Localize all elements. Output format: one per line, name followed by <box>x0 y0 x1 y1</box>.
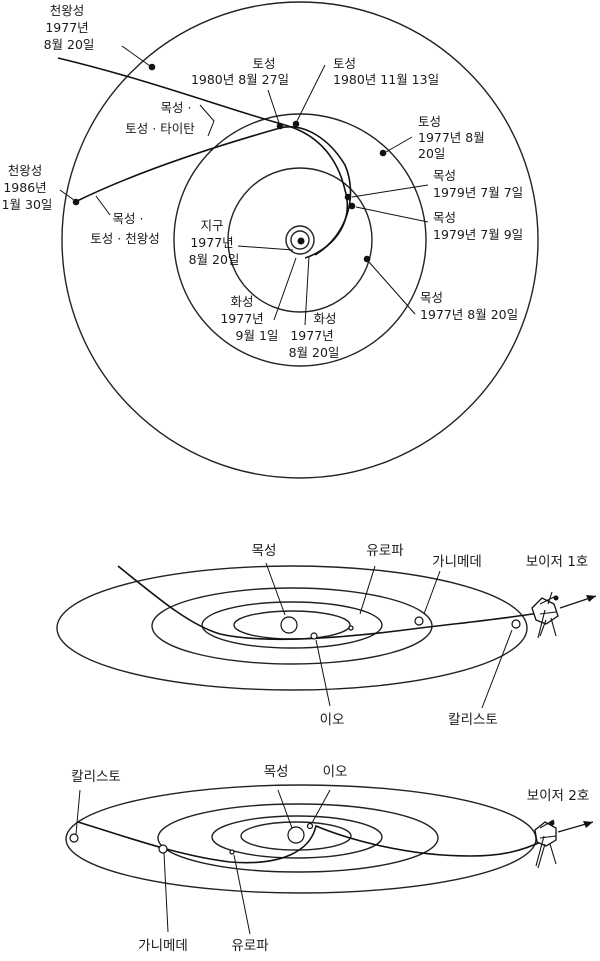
leader-io-v2 <box>311 789 331 824</box>
jupiter-1977-dot <box>363 255 371 263</box>
leader-jupiter-v2 <box>277 789 293 829</box>
label-ganymede-v2: 가니메데 <box>138 938 188 954</box>
label-callisto-v2: 칼리스토 <box>71 769 121 785</box>
leader-callisto-v2 <box>75 789 81 835</box>
europa-v2 <box>229 849 235 855</box>
label-saturn-1980-aug: 토성 1980년 8월 27일 <box>191 56 289 87</box>
label-jupiter-1977: 목성 1977년 8월 20일 <box>420 290 518 322</box>
label-uranus-1977: 천왕성 1977년 8월 20일 <box>44 3 95 52</box>
label-io-v1: 이오 <box>320 712 345 728</box>
mars-orbit <box>285 225 315 255</box>
leader-mars-sep <box>273 257 297 321</box>
leader-jupiter-v1 <box>265 562 286 616</box>
leader-jupiter-jul7 <box>351 184 429 198</box>
europa-orbit-v2 <box>211 815 383 859</box>
callisto-v1 <box>511 619 521 629</box>
uranus-1986-dot <box>72 198 80 206</box>
uranus-orbit <box>61 1 539 479</box>
ganymede-v2 <box>158 844 168 854</box>
label-saturn-1977: 토성 1977년 8월 20일 <box>418 114 489 161</box>
label-mars-aug: 화성 1977년 8월 20일 <box>289 311 341 360</box>
leader-ganymede-v1 <box>423 570 441 615</box>
leader-jupiter-jul9 <box>355 206 429 223</box>
leader-europa-v1 <box>359 565 376 615</box>
jupiter-1979-jul7-dot <box>344 193 352 201</box>
leader-earth <box>237 245 294 251</box>
europa-v1 <box>348 625 354 631</box>
leader-saturn-aug <box>267 89 280 124</box>
leader-uranus-group <box>95 195 111 216</box>
label-mars-sep: 화성 1977년 9월 1일 <box>220 294 278 343</box>
label-callisto-v1: 칼리스토 <box>448 712 498 728</box>
label-jupiter-1979-jul9: 목성 1979년 7월 9일 <box>433 210 523 242</box>
voyager1-spacecraft-icon <box>531 591 597 639</box>
leader-uranus-1977 <box>121 45 151 67</box>
leader-ganymede-v2 <box>163 852 169 933</box>
europa-orbit-v1 <box>201 601 383 649</box>
label-jupiter-v1: 목성 <box>252 543 277 559</box>
solar-system-panel: 천왕성 1977년 8월 20일 천왕성 1986년 1월 30일 토성 198… <box>2 1 539 479</box>
voyager2-spacecraft-icon <box>534 819 594 869</box>
callisto-orbit-v1 <box>56 565 528 691</box>
ganymede-orbit-v2 <box>157 803 439 873</box>
label-voyager2: 보이저 2호 <box>527 788 590 804</box>
label-ganymede-v1: 가니메데 <box>432 554 482 570</box>
uranus-1977-dot <box>148 63 156 71</box>
leader-saturn-1977 <box>385 136 413 153</box>
label-europa-v1: 유로파 <box>366 543 404 559</box>
label-io-v2: 이오 <box>323 764 348 780</box>
label-voyager1: 보이저 1호 <box>526 554 589 570</box>
saturn-1980-nov-dot <box>292 120 300 128</box>
label-europa-v2: 유로파 <box>231 938 269 954</box>
sun <box>297 237 305 245</box>
leader-mars-aug <box>304 255 310 326</box>
io-orbit-v2 <box>240 821 352 851</box>
earth-orbit <box>290 230 310 250</box>
label-jupiter-saturn-titan: 목성 · 토성 · 타이탄 <box>125 100 195 136</box>
jupiter-v1 <box>280 616 298 634</box>
io-v1 <box>310 632 318 640</box>
leader-saturn-nov <box>296 64 326 122</box>
leader-callisto-v1 <box>481 629 513 709</box>
leader-jupiter-1977 <box>368 261 416 315</box>
jupiter-v2 <box>287 826 305 844</box>
label-jupiter-saturn-uranus: 목성 · 토성 · 천왕성 <box>90 211 159 246</box>
voyager1-panel: 목성 유로파 가니메데 보이저 1호 이오 칼리스토 <box>56 543 597 728</box>
io-v2 <box>306 822 314 830</box>
jupiter-1979-jul9-dot <box>348 202 356 210</box>
label-earth: 지구 1977년 8월 20일 <box>189 218 240 267</box>
label-jupiter-1979-jul7: 목성 1979년 7월 7일 <box>433 168 523 200</box>
voyager2-panel: 칼리스토 목성 이오 보이저 2호 가니메데 유로파 <box>65 764 594 954</box>
voyager1-trajectory <box>117 565 546 641</box>
label-saturn-1980-nov: 토성 1980년 11월 13일 <box>333 56 439 87</box>
saturn-1980-aug-dot <box>276 122 284 130</box>
label-jupiter-v2: 목성 <box>264 764 289 780</box>
leader-europa-v2 <box>233 854 251 935</box>
callisto-v2 <box>69 833 79 843</box>
ganymede-v1 <box>414 616 424 626</box>
leader-io-v1 <box>315 639 331 707</box>
trajectory-saturn-uranus <box>74 126 352 256</box>
label-uranus-1986: 천왕성 1986년 1월 30일 <box>2 163 53 212</box>
jupiter-orbit <box>227 167 373 313</box>
leader-uranus-1986 <box>59 189 75 201</box>
leader-titan <box>199 104 215 137</box>
voyager2-trajectory <box>77 821 546 864</box>
saturn-1977-dot <box>379 149 387 157</box>
